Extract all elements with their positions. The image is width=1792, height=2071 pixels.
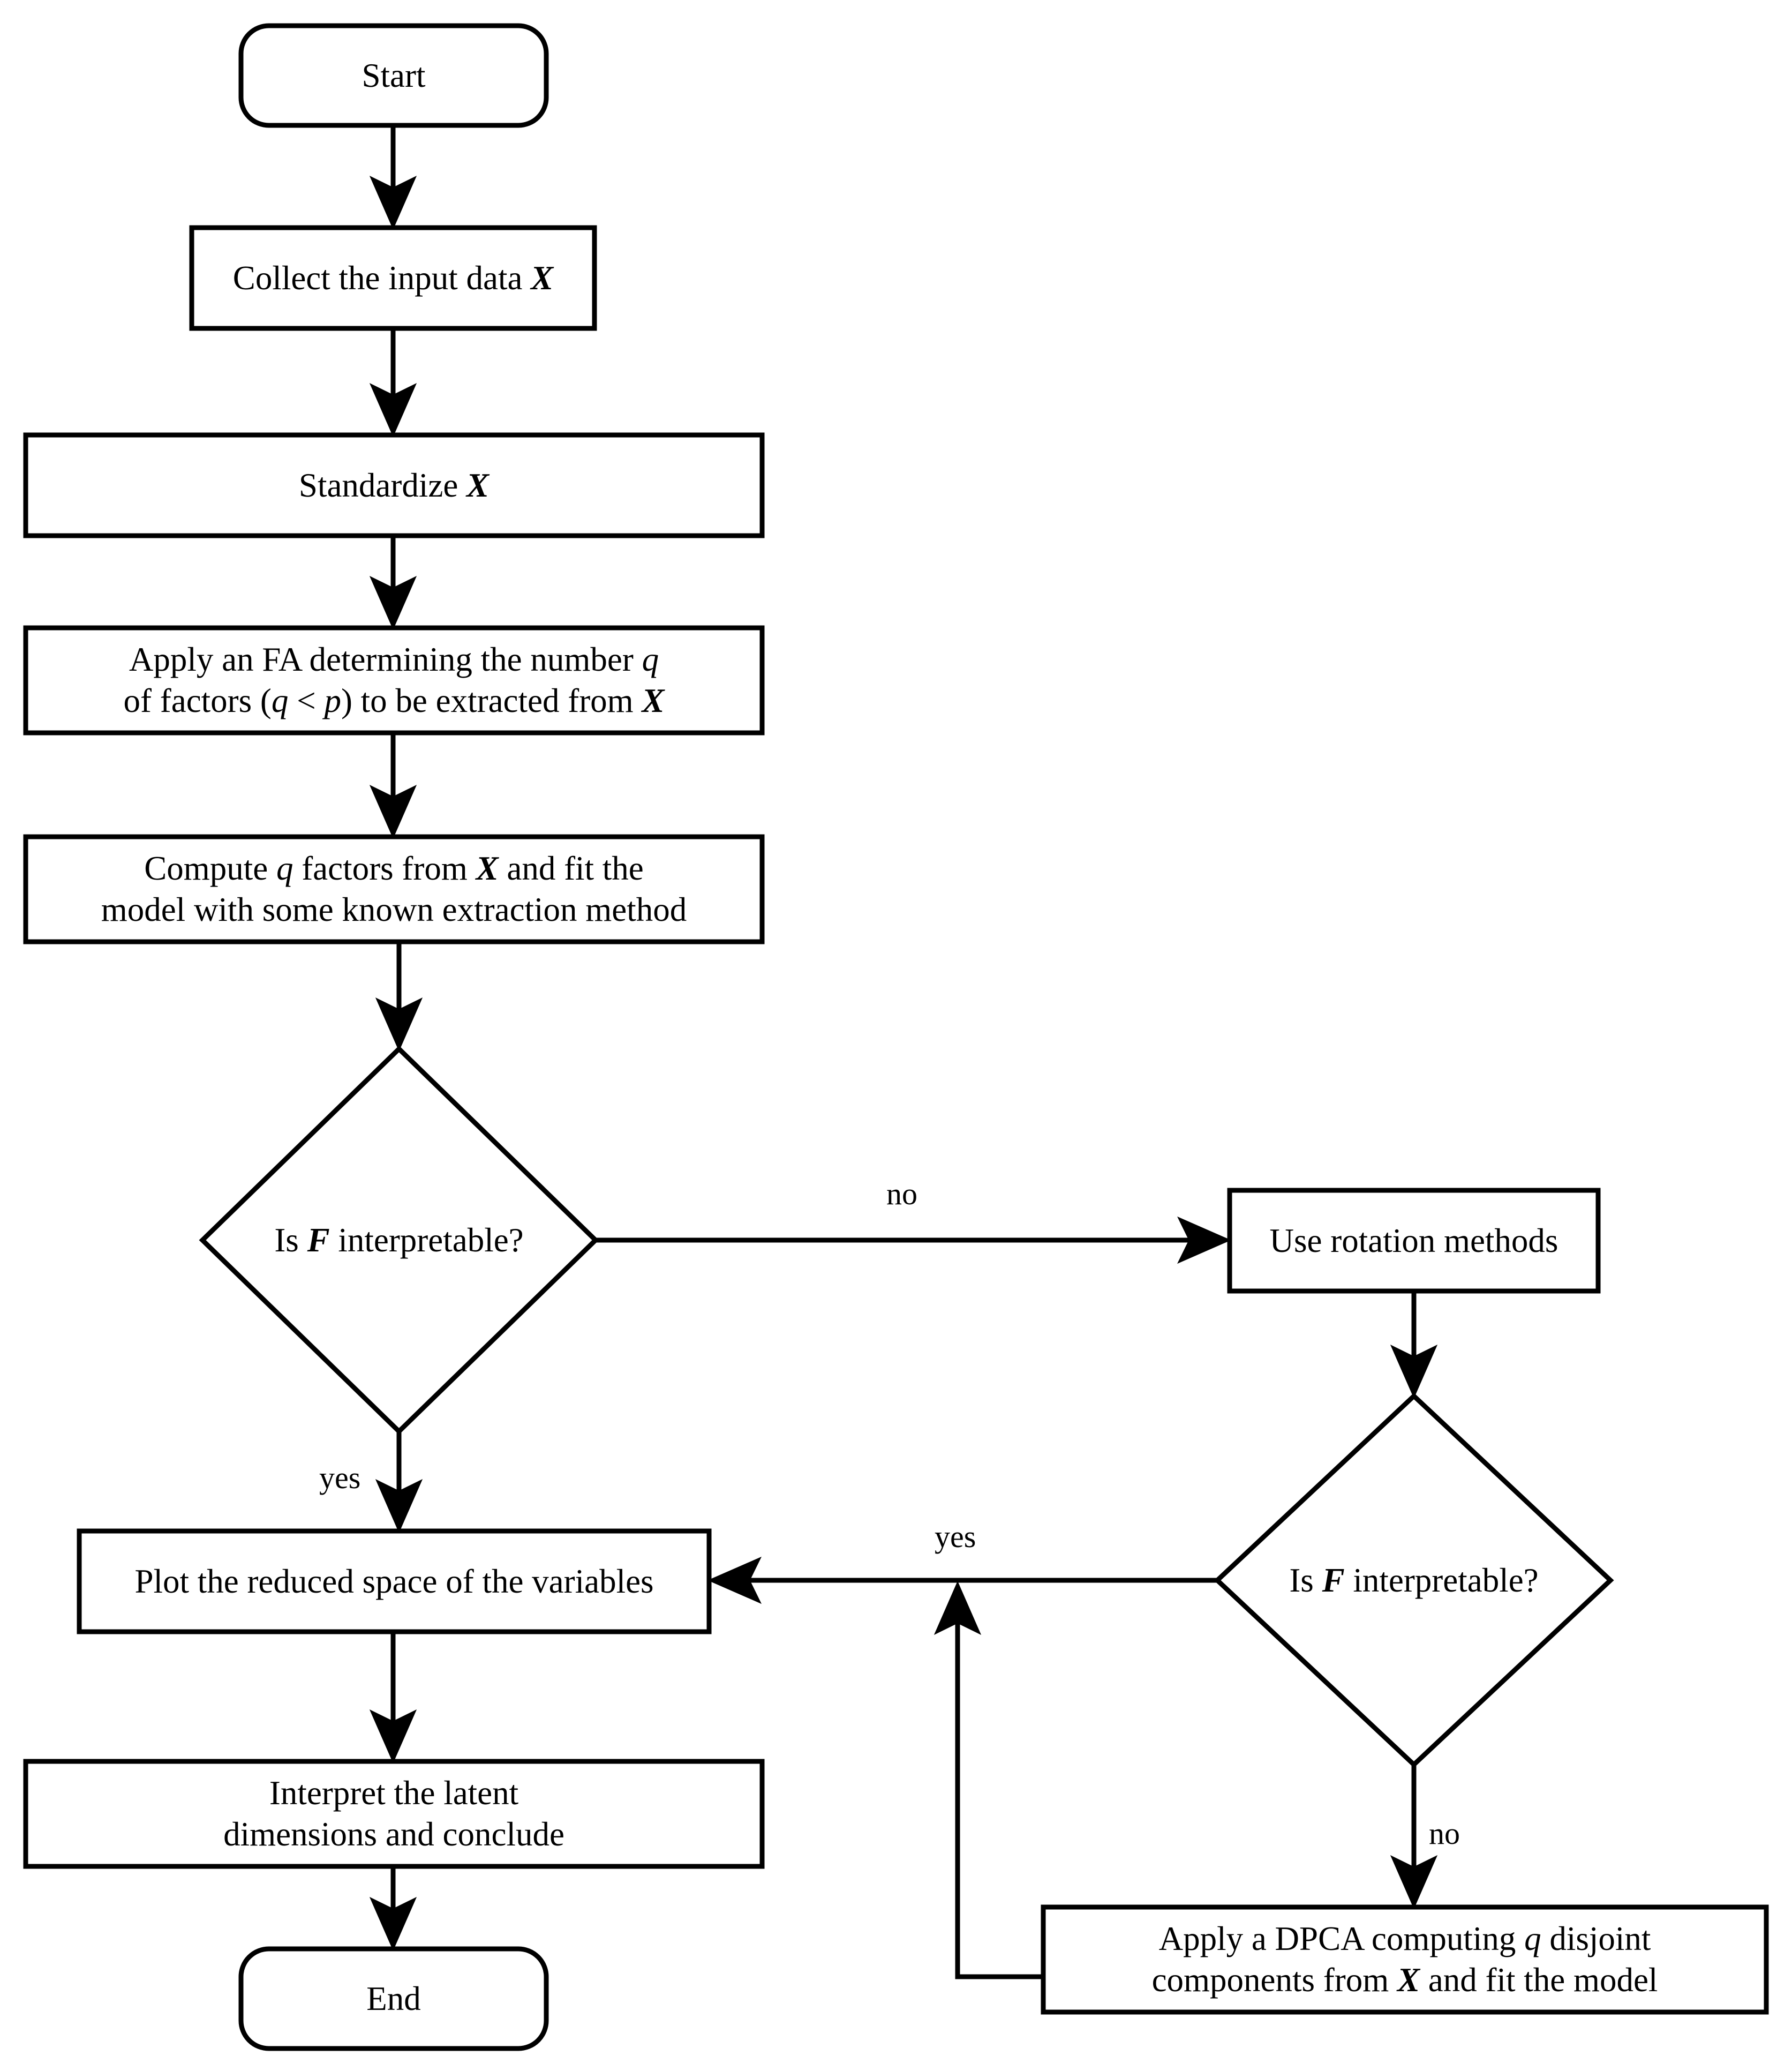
- node-interpret: [23, 1759, 765, 1869]
- edge-label-yes-1: yes: [319, 1460, 361, 1495]
- node-start: [238, 23, 549, 128]
- node-dpca: [1041, 1904, 1769, 2015]
- node-decision-2: [1214, 1392, 1614, 1768]
- edge-dpca-plot: [933, 1581, 1043, 1979]
- node-standardize: [23, 432, 765, 538]
- edge-label-no-1: no: [886, 1176, 917, 1211]
- node-decision-1: [199, 1045, 599, 1435]
- edge-label-yes-2: yes: [935, 1519, 976, 1554]
- edge-label-no-2: no: [1429, 1816, 1460, 1851]
- node-rotation: [1227, 1188, 1601, 1294]
- node-compute-factors: [23, 834, 765, 944]
- node-end: [238, 1946, 549, 2051]
- node-collect: [189, 225, 597, 331]
- node-plot-reduced: [77, 1528, 712, 1634]
- node-apply-fa: [23, 625, 765, 736]
